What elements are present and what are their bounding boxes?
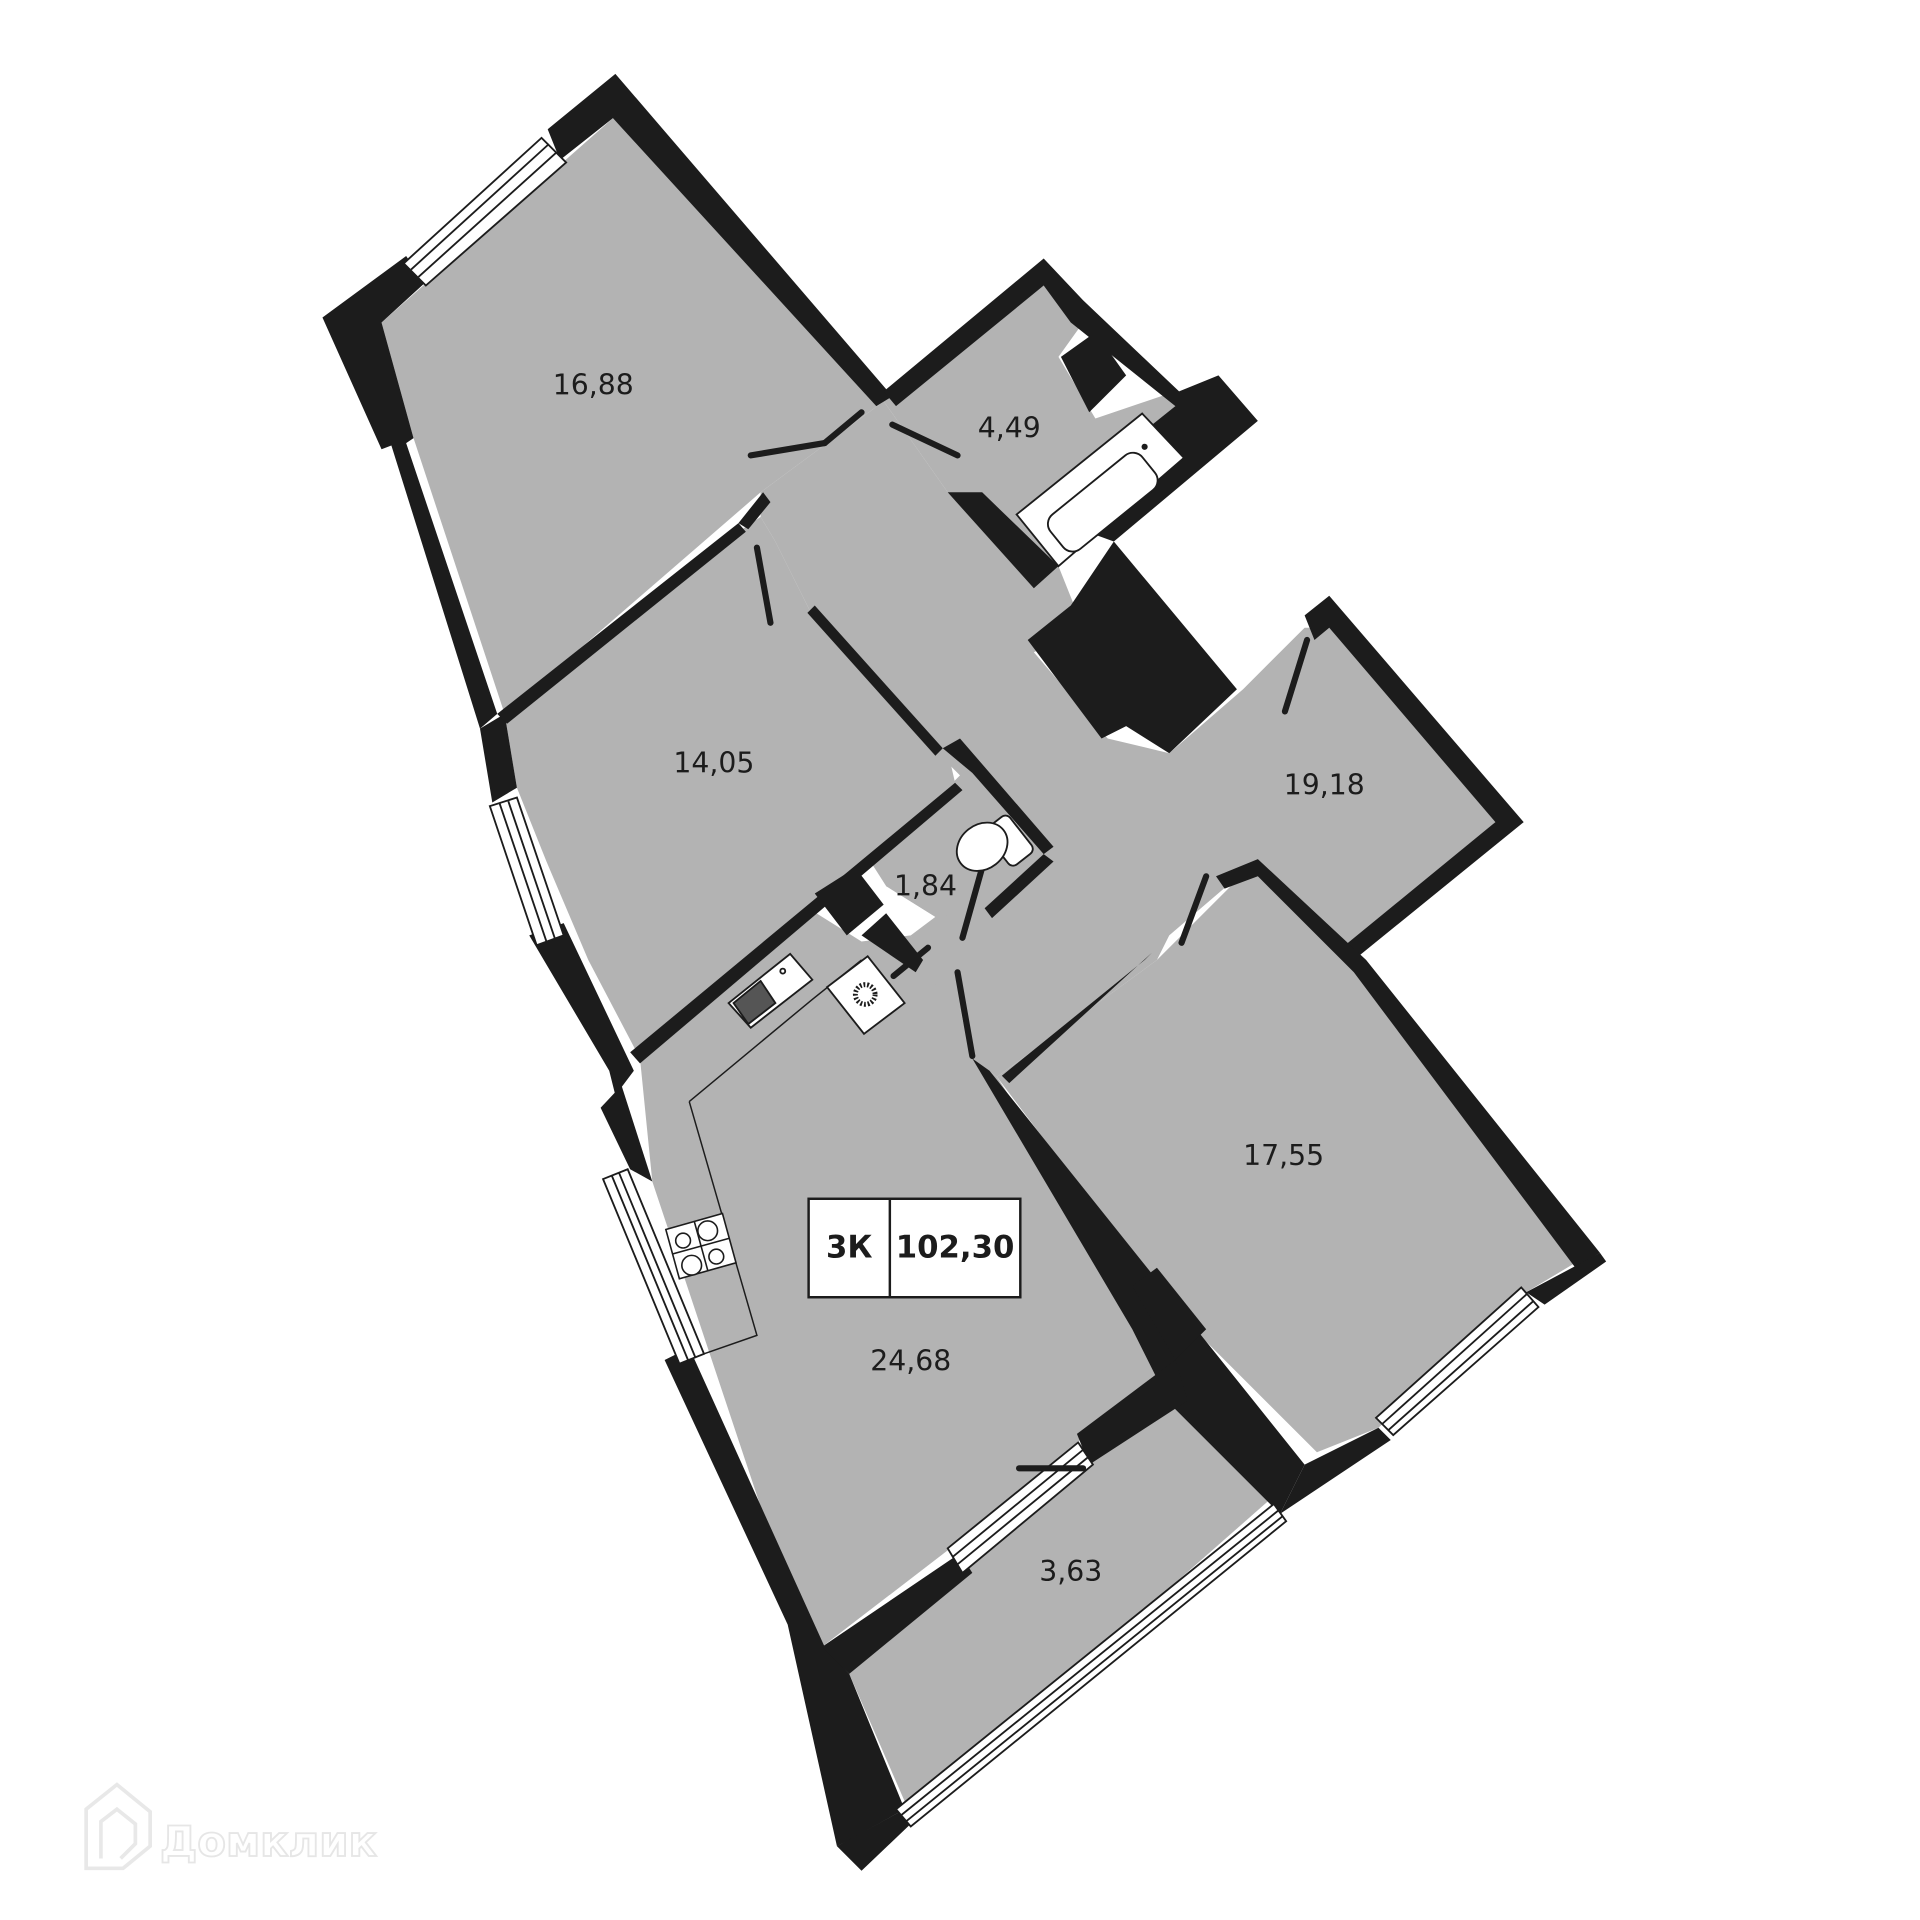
washing-machine (825, 955, 906, 1036)
door-toilet (959, 864, 986, 941)
watermark-text: Домклик (160, 1817, 377, 1866)
stove (664, 1212, 737, 1280)
bathtub (1015, 412, 1186, 568)
toilet-fixture (955, 814, 1034, 872)
rooms-count-label: 3К (826, 1230, 873, 1266)
window-right-bedroom (1374, 1286, 1540, 1437)
room-area-bedroom-top: 16,88 (553, 368, 634, 401)
room-area-bedroom-right: 17,55 (1243, 1139, 1324, 1172)
window-balcony-glazing (894, 1502, 1288, 1828)
room-area-bedroom-middle: 14,05 (673, 746, 754, 779)
summary-badge: 3К 102,30 (807, 1197, 1022, 1299)
doors (747, 409, 1311, 1472)
sink (727, 952, 814, 1029)
floor-fill (381, 118, 1588, 1816)
windows (402, 136, 1540, 1828)
watermark: Домклик (84, 1782, 378, 1871)
door-hallway-right (1281, 636, 1311, 715)
door-kitchen (954, 969, 976, 1060)
room-area-balcony: 3,63 (1039, 1555, 1102, 1588)
room-area-kitchen-living: 24,68 (870, 1344, 951, 1377)
room-area-toilet: 1,84 (894, 869, 957, 902)
total-area-label: 102,30 (896, 1230, 1015, 1266)
door-kitchen-top (890, 944, 932, 980)
room-labels: 16,88 4,49 14,05 19,18 1,84 17,55 24,68 … (553, 368, 1365, 1587)
room-area-bathroom: 4,49 (978, 412, 1041, 445)
door-bathroom (889, 421, 961, 459)
door-right-bedroom (1178, 873, 1210, 946)
domclick-logo-icon (84, 1782, 152, 1871)
window-middle-bedroom (488, 796, 565, 947)
room-area-hallway: 19,18 (1284, 768, 1365, 801)
window-top-bedroom (402, 136, 568, 287)
door-middle-bedroom (753, 544, 774, 626)
door-top-bedroom (747, 440, 828, 459)
